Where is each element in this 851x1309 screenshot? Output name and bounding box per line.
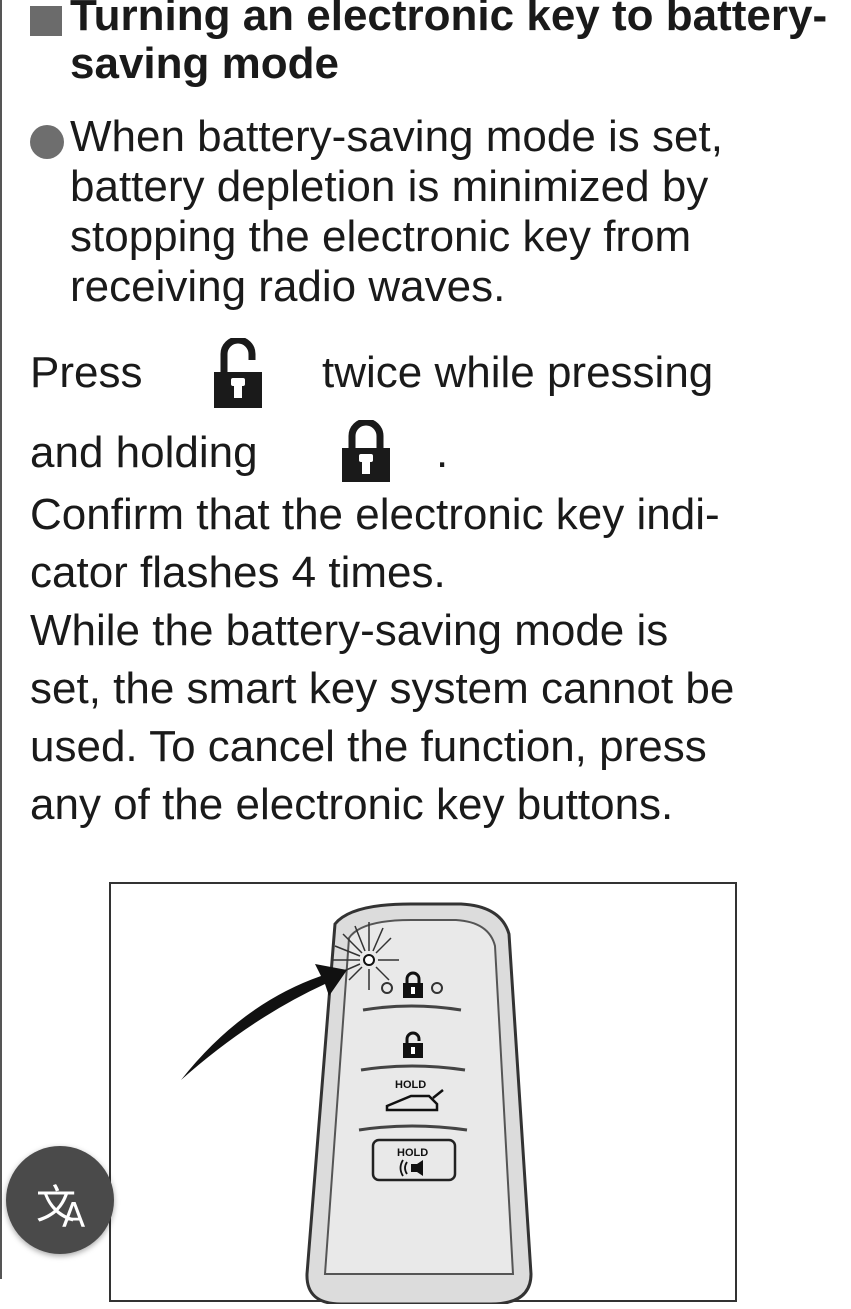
hold-label-panic: HOLD xyxy=(397,1147,428,1159)
unlock-padlock-icon xyxy=(214,338,262,408)
translate-icon-letter: A xyxy=(62,1196,86,1236)
instruction-twice-label: twice while pressing xyxy=(322,348,714,397)
pointer-arrow-icon xyxy=(181,964,347,1080)
key-fob-divider-2 xyxy=(360,1064,466,1072)
lock-padlock-icon xyxy=(342,420,390,482)
indicator-dot-left-icon xyxy=(381,982,393,994)
bullet-dot-icon xyxy=(30,125,64,159)
fob-lock-icon xyxy=(403,971,423,998)
fob-unlock-icon xyxy=(403,1031,423,1058)
instruction-holding-label: and holding xyxy=(30,428,258,477)
hold-label-trunk: HOLD xyxy=(395,1079,426,1091)
translate-button[interactable]: 文 A xyxy=(6,1146,114,1254)
fob-trunk-icon xyxy=(385,1089,444,1112)
instruction-line-7: used. To cancel the function, press xyxy=(30,722,707,771)
bullet-text: When battery-saving mode is set, battery… xyxy=(70,112,723,311)
fob-panic-horn-icon xyxy=(399,1159,423,1177)
page-left-rule xyxy=(0,0,2,1279)
key-fob-divider-1 xyxy=(362,1004,462,1012)
instruction-line-8: any of the electronic key buttons. xyxy=(30,780,674,829)
instruction-press-label: Press xyxy=(30,348,143,397)
fob-panic-button xyxy=(371,1138,457,1182)
translate-icon: 文 xyxy=(36,1182,76,1228)
key-fob-divider-3 xyxy=(358,1124,468,1132)
instruction-line-4: cator flashes 4 times. xyxy=(30,548,446,597)
heading-text: Turning an electronic key to battery-sav… xyxy=(70,0,828,88)
instruction-period: . xyxy=(436,428,449,477)
instruction-line-6: set, the smart key system cannot be xyxy=(30,664,735,713)
indicator-flash-icon xyxy=(331,922,399,990)
electronic-key-illustration: HOLD HOLD xyxy=(181,902,533,1306)
instruction-line-3: Confirm that the electronic key indi- xyxy=(30,490,720,539)
heading-square-marker xyxy=(30,6,62,36)
key-illustration-frame: HOLD HOLD xyxy=(109,882,737,1306)
indicator-dot-right-icon xyxy=(431,982,443,994)
instruction-line-5: While the battery-saving mode is xyxy=(30,606,669,655)
